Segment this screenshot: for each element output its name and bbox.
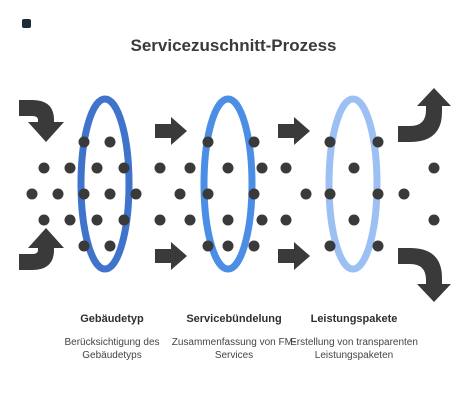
page-title: Servicezuschnitt-Prozess	[130, 36, 337, 55]
logo-icon	[22, 19, 31, 28]
dots-layer	[26, 136, 440, 252]
particle-dot	[118, 214, 130, 226]
particle-dot	[64, 214, 76, 226]
flow-arrow-4	[278, 242, 310, 270]
particle-dot	[174, 188, 186, 200]
particle-dot	[398, 188, 410, 200]
stage-description-servicebuendelung: Zusammenfassung von FM-Services	[171, 337, 297, 361]
particle-dot	[184, 214, 196, 226]
particle-dot	[256, 162, 268, 174]
particle-dot	[130, 188, 142, 200]
particle-dot	[372, 136, 384, 148]
particle-dot	[428, 162, 440, 174]
particle-dot	[222, 214, 234, 226]
particle-dot	[91, 162, 103, 174]
particle-dot	[38, 162, 50, 174]
particle-dot	[348, 162, 360, 174]
particle-dot	[324, 188, 336, 200]
particle-dot	[78, 240, 90, 252]
particle-dot	[222, 240, 234, 252]
particle-dot	[280, 214, 292, 226]
flow-arrow-2	[155, 242, 187, 270]
particle-dot	[154, 162, 166, 174]
particle-dot	[104, 240, 116, 252]
output-arrow-bottom	[398, 248, 451, 302]
particle-dot	[372, 188, 384, 200]
arrows-layer	[19, 88, 451, 302]
stage-title-leistungspakete: Leistungspakete	[310, 313, 398, 325]
particle-dot	[372, 240, 384, 252]
stage-title-servicebuendelung: Servicebündelung	[186, 313, 282, 325]
particle-dot	[78, 188, 90, 200]
particle-dot	[300, 188, 312, 200]
flow-arrow-3	[278, 117, 310, 145]
particle-dot	[104, 136, 116, 148]
particle-dot	[118, 162, 130, 174]
particle-dot	[248, 188, 260, 200]
particle-dot	[202, 240, 214, 252]
particle-dot	[324, 240, 336, 252]
input-arrow-top	[19, 100, 64, 142]
particle-dot	[38, 214, 50, 226]
particle-dot	[104, 188, 116, 200]
stage-description-leistungspakete: Erstellung von transparenten Leistungspa…	[290, 337, 418, 361]
input-arrow-bottom	[19, 228, 64, 270]
particle-dot	[248, 240, 260, 252]
particle-dot	[26, 188, 38, 200]
flow-arrow-1	[155, 117, 187, 145]
particle-dot	[52, 188, 64, 200]
particle-dot	[280, 162, 292, 174]
stage-title-gebaeudetyp: Gebäudetyp	[80, 313, 144, 325]
rings-layer	[77, 95, 381, 273]
particle-dot	[324, 136, 336, 148]
particle-dot	[78, 136, 90, 148]
ring-lens-icon-2	[200, 95, 256, 273]
ring-lens-icon-3	[325, 95, 381, 273]
particle-dot	[91, 214, 103, 226]
particle-dot	[184, 162, 196, 174]
particle-dot	[64, 162, 76, 174]
output-arrow-top	[398, 88, 451, 142]
brand-logo	[22, 19, 33, 28]
stage-description-gebaeudetyp: Berücksichtigung des Gebäudetyps	[64, 337, 160, 361]
particle-dot	[154, 214, 166, 226]
particle-dot	[428, 214, 440, 226]
ring-lens-icon-1	[77, 95, 133, 273]
particle-dot	[202, 188, 214, 200]
particle-dot	[202, 136, 214, 148]
particle-dot	[248, 136, 260, 148]
particle-dot	[348, 214, 360, 226]
particle-dot	[222, 162, 234, 174]
particle-dot	[256, 214, 268, 226]
